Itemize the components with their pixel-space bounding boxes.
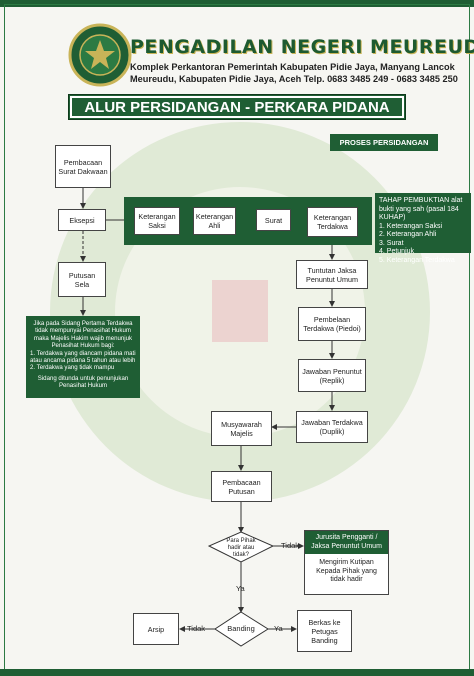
label-ya-banding: Ya xyxy=(274,624,283,633)
node-banding: Banding xyxy=(227,624,255,633)
node-arsip: Arsip xyxy=(133,613,179,645)
bottom-border-bar xyxy=(0,669,474,676)
node-surat: Surat xyxy=(256,209,291,231)
node-eksepsi: Eksepsi xyxy=(58,209,106,231)
pembuktian-item: 1. Keterangan Saksi xyxy=(379,222,443,230)
pembuktian-title: TAHAP PEMBUKTIAN alat bukti yang sah (pa… xyxy=(379,197,463,221)
node-berkas: Berkas ke Petugas Banding xyxy=(297,610,352,652)
page-title: ALUR PERSIDANGAN - PERKARA PIDANA xyxy=(68,94,406,120)
node-keterangan-ahli: Keterangan Ahli xyxy=(193,207,236,235)
penasihat-line: 1. Terdakwa yang diancam pidana mati ata… xyxy=(30,349,136,365)
top-border-bar xyxy=(0,0,474,7)
org-name: PENGADILAN NEGERI MEUREUDU xyxy=(130,36,474,58)
address-line-1: Komplek Perkantoran Pemerintah Kabupaten… xyxy=(130,62,455,72)
pembuktian-note: TAHAP PEMBUKTIAN alat bukti yang sah (pa… xyxy=(375,193,471,264)
hadir-decision-shape xyxy=(207,531,275,563)
label-tidak-hadir: Tidak xyxy=(281,541,300,550)
node-keterangan-saksi: Keterangan Saksi xyxy=(134,207,180,235)
node-tuntutan: Tuntutan Jaksa Penuntut Umum xyxy=(296,260,368,289)
jurusita-body: Mengirim Kutipan Kepada Pihak yang tidak… xyxy=(316,559,377,583)
node-jawaban-penuntut: Jawaban Penuntut (Replik) xyxy=(298,359,366,392)
node-para-pihak: Para Pihak hadir atau tidak? xyxy=(226,538,256,558)
node-jawaban-terdakwa: Jawaban Terdakwa (Duplik) xyxy=(296,411,368,443)
node-jurusita: Jurusita Pengganti / Jaksa Penuntut Umum… xyxy=(304,530,389,595)
pembuktian-item: 4. Petunjuk xyxy=(379,248,415,255)
node-putusan-sela: Putusan Sela xyxy=(58,262,106,297)
penasihat-line: Jika pada Sidang Pertama Terdakwa tidak … xyxy=(33,320,133,350)
node-pembacaan-dakwaan: Pembacaan Surat Dakwaan xyxy=(55,145,111,188)
pembuktian-item: 2. Keterangan Ahli xyxy=(379,231,437,238)
address-line-2: Meureudu, Kabupaten Pidie Jaya, Aceh Tel… xyxy=(130,74,458,84)
label-tidak-banding: Tidak xyxy=(187,624,206,633)
node-musyawarah: Musyawarah Majelis xyxy=(211,411,272,446)
node-pembelaan: Pembelaan Terdakwa (Piedoi) xyxy=(298,307,366,341)
header: PENGADILAN NEGERI MEUREUDU Komplek Perka… xyxy=(130,36,474,85)
banding-decision-shape xyxy=(214,611,269,647)
penasihat-line: 2. Terdakwa yang tidak mampu xyxy=(30,364,115,372)
section-badge: PROSES PERSIDANGAN xyxy=(330,134,438,151)
node-pembacaan-putusan: Pembacaan Putusan xyxy=(211,471,272,502)
pembuktian-item: 3. Surat xyxy=(379,239,404,247)
penasihat-hukum-note: Jika pada Sidang Pertama Terdakwa tidak … xyxy=(26,316,140,398)
pembuktian-item: 5. Keterangan Terdakwa xyxy=(379,256,455,264)
node-keterangan-terdakwa: Keterangan Terdakwa xyxy=(307,207,358,237)
jurusita-title: Jurusita Pengganti / Jaksa Penuntut Umum xyxy=(305,531,388,554)
penasihat-line: Sidang ditunda untuk penunjukan Penasiha… xyxy=(37,374,129,390)
label-ya-hadir: Ya xyxy=(236,584,245,593)
